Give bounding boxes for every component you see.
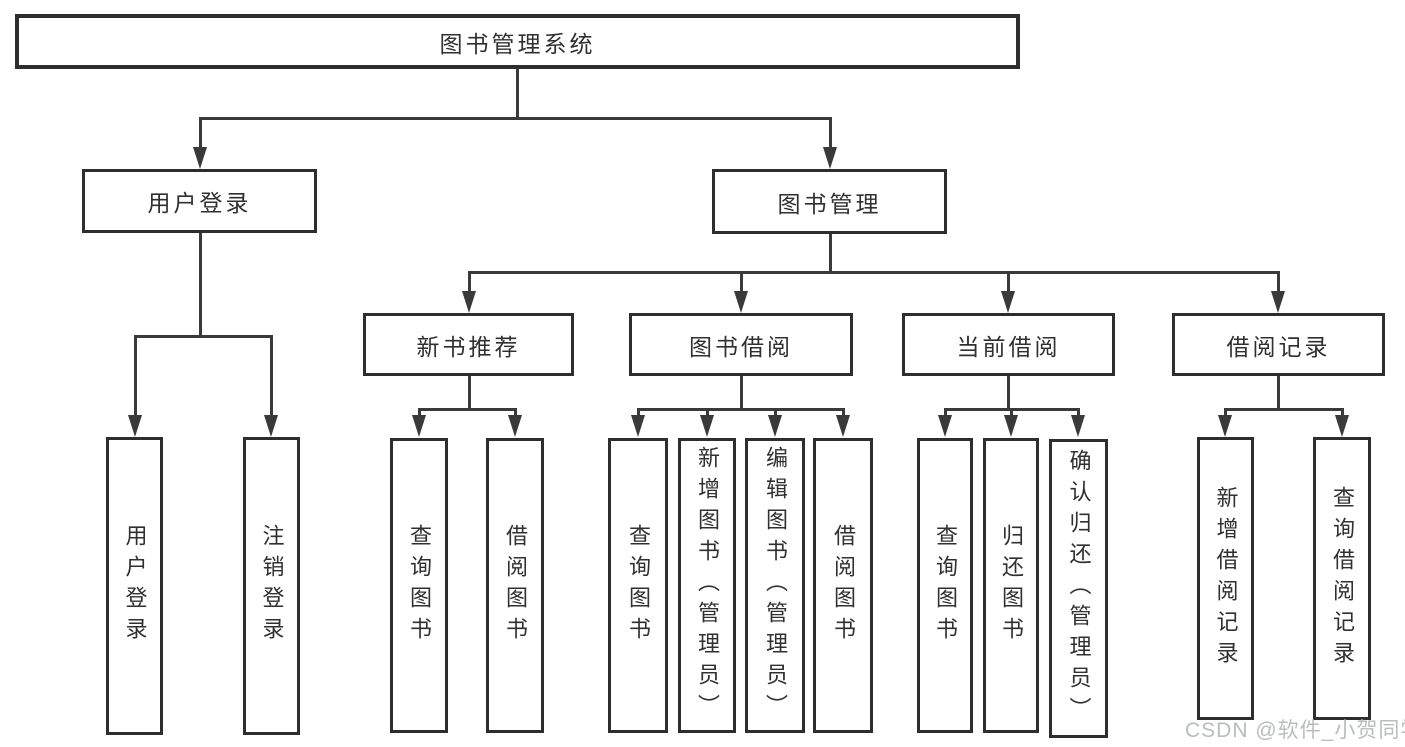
connector-arrowhead: [462, 291, 476, 313]
connector-line: [199, 117, 202, 150]
leaf-query-borrow-record: 查询借阅记录: [1313, 437, 1371, 720]
connector-arrowhead: [700, 415, 714, 437]
connector-line: [1007, 376, 1010, 410]
leaf-return-book: 归还图书: [983, 438, 1039, 733]
connector-arrowhead: [1218, 415, 1232, 437]
connector-line: [1341, 408, 1344, 418]
connector-line: [468, 376, 471, 410]
connector-line: [1224, 408, 1344, 411]
node-current-borrowing: 当前借阅: [902, 313, 1115, 376]
node-borrow-records: 借阅记录: [1172, 313, 1385, 376]
leaf-logout: 注销登录: [243, 437, 300, 735]
connector-arrowhead: [768, 415, 782, 437]
connector-arrowhead: [193, 147, 207, 169]
connector-line: [199, 233, 202, 338]
connector-line: [740, 271, 743, 294]
connector-line: [199, 117, 832, 120]
node-root: 图书管理系统: [15, 14, 1020, 69]
connector-arrowhead: [1335, 415, 1349, 437]
connector-arrowhead: [508, 415, 522, 437]
connector-line: [418, 408, 421, 418]
leaf-add-book-admin: 新增图书（管理员）: [678, 438, 736, 733]
connector-line: [270, 335, 273, 417]
connector-line: [1277, 376, 1280, 410]
connector-line: [1224, 408, 1227, 418]
connector-line: [842, 408, 845, 418]
connector-line: [1077, 408, 1080, 418]
leaf-query-book-2: 查询图书: [608, 438, 668, 733]
connector-arrowhead: [264, 415, 278, 437]
leaf-edit-book-admin: 编辑图书（管理员）: [745, 438, 805, 733]
connector-line: [468, 271, 1280, 274]
node-book-management: 图书管理: [712, 169, 947, 234]
connector-line: [468, 271, 471, 294]
connector-line: [829, 117, 832, 150]
connector-line: [1007, 271, 1010, 294]
connector-line: [1010, 408, 1013, 418]
connector-line: [418, 408, 517, 411]
connector-line: [829, 234, 832, 274]
connector-arrowhead: [412, 415, 426, 437]
leaf-borrow-book-1: 借阅图书: [486, 438, 544, 733]
connector-arrowhead: [836, 415, 850, 437]
connector-arrowhead: [128, 415, 142, 437]
connector-arrowhead: [1001, 291, 1015, 313]
node-book-borrowing: 图书借阅: [629, 313, 853, 376]
connector-arrowhead: [823, 147, 837, 169]
leaf-borrow-book-2: 借阅图书: [813, 438, 873, 733]
connector-arrowhead: [1271, 291, 1285, 313]
csdn-watermark: CSDN @软件_小贺同学: [1185, 719, 1405, 742]
connector-line: [637, 408, 640, 418]
connector-line: [516, 69, 519, 117]
connector-line: [134, 335, 137, 417]
leaf-query-book-3: 查询图书: [917, 438, 973, 733]
leaf-query-book-1: 查询图书: [390, 438, 448, 733]
connector-line: [706, 408, 709, 418]
connector-arrowhead: [1004, 415, 1018, 437]
leaf-add-borrow-record: 新增借阅记录: [1197, 437, 1254, 720]
connector-arrowhead: [631, 415, 645, 437]
leaf-user-login: 用户登录: [106, 437, 163, 735]
node-new-book-recommend: 新书推荐: [363, 313, 574, 376]
connector-line: [740, 376, 743, 410]
connector-line: [134, 335, 273, 338]
connector-line: [1277, 271, 1280, 294]
connector-arrowhead: [1071, 415, 1085, 437]
connector-line: [514, 408, 517, 418]
connector-line: [774, 408, 777, 418]
node-user-login: 用户登录: [82, 169, 317, 233]
connector-arrowhead: [734, 291, 748, 313]
leaf-confirm-return-admin: 确认归还（管理员）: [1049, 439, 1108, 738]
connector-arrowhead: [938, 415, 952, 437]
connector-line: [944, 408, 947, 418]
connector-line: [637, 408, 845, 411]
